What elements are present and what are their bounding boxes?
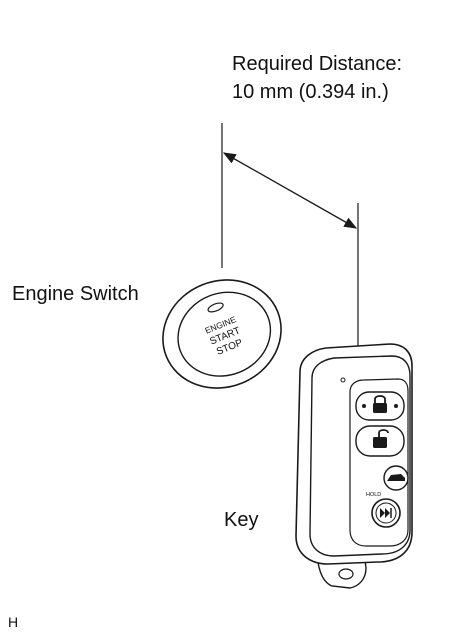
key-indicator-dot (340, 377, 346, 383)
panic-icon (380, 508, 392, 518)
figure-code: H (8, 614, 19, 630)
engine-switch: ENGINE START STOP (162, 279, 282, 389)
smart-key: HOLD (295, 343, 413, 589)
distance-value-label: 10 mm (0.394 in.) (232, 81, 389, 103)
required-distance-label: Required Distance: (232, 53, 403, 75)
engine-switch-indicator-icon (207, 302, 224, 313)
distance-arrow (222, 152, 358, 229)
lock-button-dot-left (362, 404, 366, 408)
key-label: Key (224, 509, 259, 531)
key-ring-hole (338, 568, 354, 580)
trunk-icon (387, 474, 405, 481)
hold-label: HOLD (366, 492, 381, 498)
lock-button-dot-right (394, 404, 398, 408)
engine-switch-inner-ring (177, 291, 272, 377)
lock-icon (373, 395, 387, 413)
unlock-icon (373, 429, 389, 448)
engine-switch-label: Engine Switch (12, 283, 139, 305)
